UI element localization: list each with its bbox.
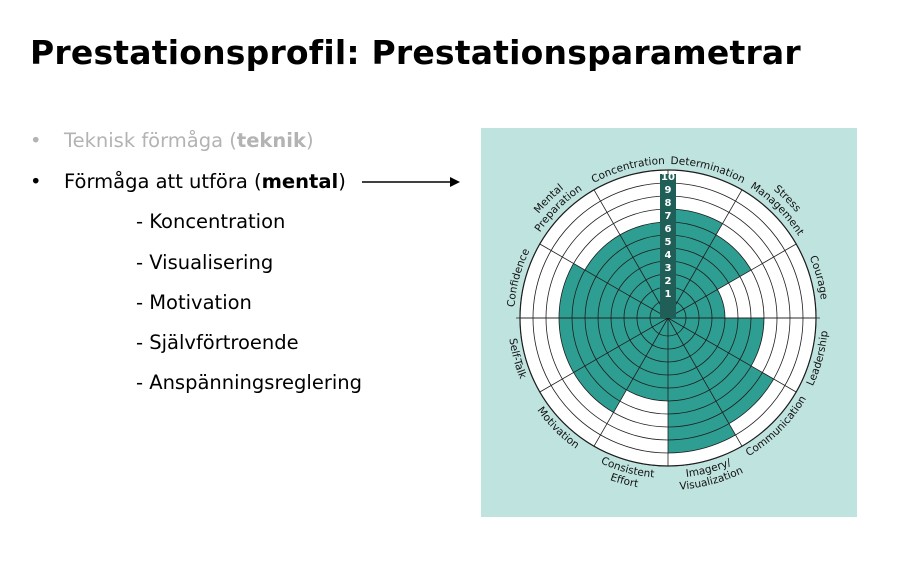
scale-label-1: 1 xyxy=(665,289,672,300)
bullet-teknik: • Teknisk förmåga (teknik) xyxy=(30,129,314,152)
scale-bar xyxy=(660,174,676,318)
sub-item-anspanningsreglering: - Anspänningsreglering xyxy=(136,371,363,394)
spoke-5 xyxy=(667,317,743,447)
sector-consistent-effort xyxy=(626,318,668,401)
bullet-dot: • xyxy=(30,170,42,193)
scale-label-2: 2 xyxy=(665,276,672,287)
spoke-11 xyxy=(593,189,669,319)
sector-concentration xyxy=(620,222,668,318)
scale-label-7: 7 xyxy=(665,211,672,222)
bullet-dot: • xyxy=(30,129,42,152)
sub-item-visualisering: - Visualisering xyxy=(136,251,274,274)
slide-title: Prestationsprofil: Prestationsparametrar xyxy=(30,33,801,72)
arrow-icon xyxy=(362,177,460,187)
spoke-10 xyxy=(539,243,669,319)
radial-chart-svg: 12345678910DeterminationStressManagement… xyxy=(481,128,857,517)
spoke-1 xyxy=(667,189,743,319)
bullet-bold: mental xyxy=(261,170,339,193)
sub-item-sjalvfortroende: - Självförtroende xyxy=(136,331,299,354)
sector-stress-management xyxy=(668,234,752,318)
scale-label-9: 9 xyxy=(665,185,672,196)
spoke-2 xyxy=(667,243,797,319)
sector-mental-preparation xyxy=(584,234,668,318)
bullet-suffix: ) xyxy=(305,129,314,152)
sector-imagery-visualization xyxy=(668,318,736,453)
scale-label-3: 3 xyxy=(665,263,672,274)
sub-item-motivation: - Motivation xyxy=(136,291,252,314)
scale-label-5: 5 xyxy=(665,237,672,248)
scale-label-8: 8 xyxy=(665,198,672,209)
spoke-8 xyxy=(539,317,669,393)
scale-label-6: 6 xyxy=(665,224,672,235)
sector-leadership xyxy=(668,318,764,366)
sub-item-koncentration: - Koncentration xyxy=(136,210,286,233)
sector-courage xyxy=(668,289,725,318)
bullet-prefix: Teknisk förmåga ( xyxy=(64,129,237,152)
bullet-suffix: ) xyxy=(338,170,346,193)
spoke-7 xyxy=(593,317,669,447)
spoke-4 xyxy=(667,317,797,393)
bullet-mental: • Förmåga att utföra (mental) xyxy=(30,170,346,193)
bullet-bold: teknik xyxy=(236,129,306,152)
scale-label-4: 4 xyxy=(665,250,672,261)
scale-label-10: 10 xyxy=(661,172,675,183)
bullet-prefix: Förmåga att utföra ( xyxy=(64,170,262,193)
sector-motivation xyxy=(573,318,668,413)
sector-communication xyxy=(668,318,774,424)
